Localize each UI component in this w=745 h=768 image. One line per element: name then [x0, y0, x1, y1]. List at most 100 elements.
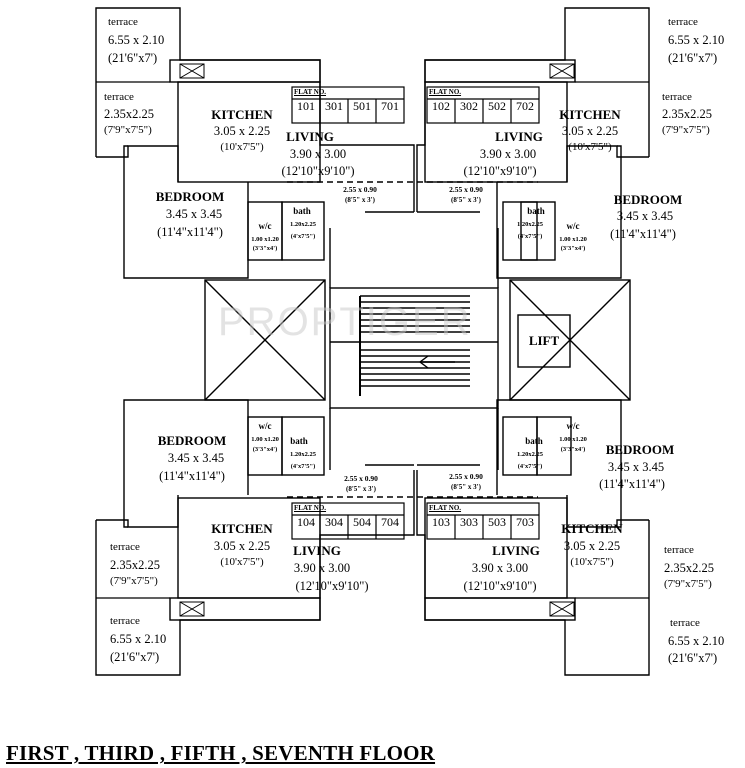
terrace-big-name: terrace	[110, 615, 140, 627]
living-ft: (12'10"x9'10")	[463, 579, 537, 593]
terrace-big-ft: (21'6"x7')	[110, 650, 160, 664]
floor-title: FIRST , THIRD , FIFTH , SEVENTH FLOOR	[6, 741, 436, 765]
flat-number: 303	[460, 515, 478, 529]
terrace-big-dim: 6.55 x 2.10	[668, 33, 725, 47]
terrace-small-dim: 2.35x2.25	[110, 558, 160, 572]
terrace-small-name: terrace	[662, 91, 692, 103]
flat-number: 501	[353, 99, 371, 113]
wc-dim: 1.00 x1.20	[251, 436, 279, 443]
wc-ft: (3'3"x4')	[560, 245, 586, 252]
bath-dim: 1.20x2.25	[517, 221, 543, 228]
flat-label: FLAT NO.	[429, 88, 462, 96]
bedroom-ft: (11'4"x11'4")	[599, 477, 665, 491]
terrace-big-name: terrace	[108, 16, 138, 28]
bedroom-dim: 3.45 x 3.45	[607, 460, 665, 474]
living-name: LIVING	[293, 543, 341, 558]
bath-ft: (4'x7'5")	[290, 233, 316, 240]
terrace-small-dim: 2.35x2.25	[664, 561, 714, 575]
bath-name: bath	[290, 436, 308, 446]
terrace-dividers	[96, 81, 649, 599]
kitchen-dim: 3.05 x 2.25	[213, 124, 271, 138]
kitchen-windows	[179, 63, 575, 617]
flat-number: 304	[325, 515, 343, 529]
outline-flat-bl	[95, 399, 415, 676]
flat-label: FLAT NO.	[294, 88, 327, 96]
kitchen-ft: (10'x7'5")	[570, 556, 614, 568]
living-name: LIVING	[495, 129, 543, 144]
bath-ft: (4'x7'5")	[517, 463, 543, 470]
terrace-big-name: terrace	[668, 16, 698, 28]
kitchen-name: KITCHEN	[211, 521, 273, 536]
terrace-big-name: terrace	[670, 617, 700, 629]
flat-number: 703	[516, 515, 534, 529]
flat-number: 301	[325, 99, 343, 113]
bedroom-ft: (11'4"x11'4")	[157, 225, 223, 239]
wc-ft: (3'3"x4')	[252, 245, 278, 252]
terrace-big-ft: (21'6"x7')	[668, 651, 718, 665]
wc-ft: (3'3"x4')	[560, 446, 586, 453]
bedroom-name: BEDROOM	[157, 433, 227, 448]
flat-number: 101	[297, 99, 315, 113]
watermark-text: PROPTIGER	[218, 300, 472, 344]
wc-ft: (3'3"x4')	[252, 446, 278, 453]
wc-name: w/c	[566, 421, 580, 431]
terrace-small-name: terrace	[664, 544, 694, 556]
passage-ft-br: (8'5" x 3')	[451, 483, 481, 491]
outline-flat-tl	[95, 7, 415, 279]
flat-number-box: FLAT NO. 104 304 504 704	[292, 503, 404, 539]
bedroom-name: BEDROOM	[613, 192, 683, 207]
flat-number-boxes	[291, 86, 540, 540]
living-ft: (12'10"x9'10")	[281, 164, 355, 178]
terrace-big-dim: 6.55 x 2.10	[108, 33, 165, 47]
terrace-big-ft: (21'6"x7')	[108, 51, 158, 65]
building-core	[204, 228, 631, 470]
bath-dim: 1.20x2.25	[290, 451, 316, 458]
terrace-small-ft: (7'9"x7'5")	[104, 124, 152, 136]
bedroom-dim: 3.45 x 3.45	[165, 207, 223, 221]
bath-dim: 1.20x2.25	[290, 221, 316, 228]
bedroom-dim: 3.45 x 3.45	[167, 451, 225, 465]
living-dim: 3.90 x 3.00	[479, 147, 537, 161]
bath-name: bath	[527, 206, 545, 216]
living-dim: 3.90 x 3.00	[471, 561, 529, 575]
terrace-small-ft: (7'9"x7'5")	[662, 124, 710, 136]
passage-dim-tl: 2.55 x 0.90	[343, 185, 377, 194]
wc-dim: 1.00 x1.20	[559, 436, 587, 443]
living-ft: (12'10"x9'10")	[295, 579, 369, 593]
passage-ft-tr: (8'5" x 3')	[451, 196, 481, 204]
kitchen-name: KITCHEN	[561, 521, 623, 536]
wc-dim: 1.00 x1.20	[559, 236, 587, 243]
wc-name: w/c	[566, 221, 580, 231]
flat-number: 704	[381, 515, 399, 529]
outline-flat-tr	[416, 7, 650, 279]
bedroom-name: BEDROOM	[605, 442, 675, 457]
flat-number-box: FLAT NO. 101 301 501 701	[292, 87, 404, 123]
lift-label: LIFT	[528, 333, 560, 348]
bedroom-dim: 3.45 x 3.45	[616, 209, 674, 223]
terrace-small-name: terrace	[104, 91, 134, 103]
flat-number: 302	[460, 99, 478, 113]
kitchen-dim: 3.05 x 2.25	[561, 124, 619, 138]
living-ft: (12'10"x9'10")	[463, 164, 537, 178]
flat-number: 701	[381, 99, 399, 113]
kitchen-dim: 3.05 x 2.25	[213, 539, 271, 553]
bath-ft: (4'x7'5")	[290, 463, 316, 470]
living-name: LIVING	[492, 543, 540, 558]
passage-dim-br: 2.55 x 0.90	[449, 472, 483, 481]
flat-number: 502	[488, 99, 506, 113]
flat-number: 504	[353, 515, 371, 529]
flat-number-box: FLAT NO. 103 303 503 703	[427, 503, 539, 539]
passage-ft-tl: (8'5" x 3')	[345, 196, 375, 204]
flat-number: 103	[432, 515, 450, 529]
kitchen-ft: (10'x7'5")	[220, 556, 264, 568]
living-dim: 3.90 x 3.00	[293, 561, 351, 575]
flat-number: 102	[432, 99, 450, 113]
bath-ft: (4'x7'5")	[517, 233, 543, 240]
living-name: LIVING	[286, 129, 334, 144]
flat-number: 702	[516, 99, 534, 113]
flat-label: FLAT NO.	[294, 504, 327, 512]
terrace-small-dim: 2.35x2.25	[662, 107, 712, 121]
bath-dim: 1.20x2.25	[517, 451, 543, 458]
flat-number: 104	[297, 515, 315, 529]
